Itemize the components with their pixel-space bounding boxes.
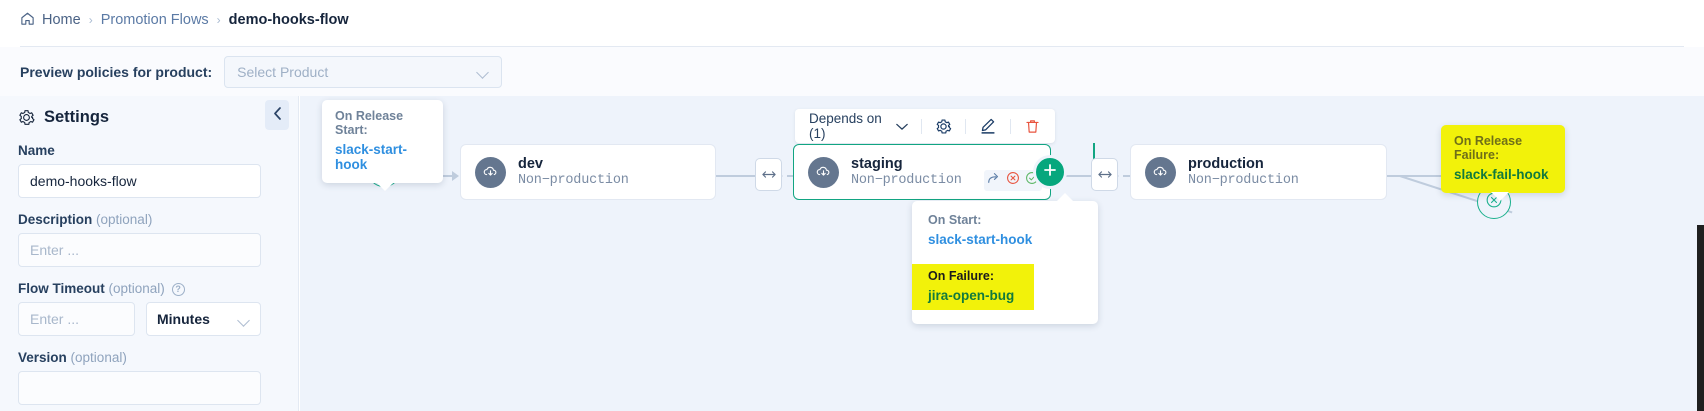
description-input[interactable]: Enter ... (18, 233, 261, 267)
flow-timeout-label: Flow Timeout (optional) ? (18, 281, 280, 296)
flow-timeout-row: Enter ... Minutes (18, 302, 280, 336)
chevron-down-icon (896, 119, 909, 134)
tooltip-release-start-label: On Release Start: (335, 109, 404, 137)
gear-icon (18, 109, 35, 126)
breadcrumb-separator-1: › (88, 13, 93, 27)
flow-node-dev-type: Non−production (518, 173, 629, 188)
tooltip-staging-start-label: On Start: (928, 213, 982, 227)
tooltip-release-failure-label: On Release Failure: (1454, 134, 1523, 162)
version-label-text: Version (18, 350, 67, 365)
cloud-download-icon (1145, 156, 1176, 188)
flow-node-staging-name: staging (851, 156, 903, 172)
tooltip-arrow (1056, 193, 1074, 202)
flow-node-dev[interactable]: dev Non−production (460, 144, 716, 200)
preview-label: Preview policies for product: (20, 63, 213, 80)
toolbar-divider-3 (1010, 118, 1011, 134)
settings-header: Settings (18, 108, 280, 127)
add-node-button[interactable] (1036, 158, 1064, 186)
description-label: Description (optional) (18, 212, 280, 227)
version-input[interactable] (18, 371, 261, 405)
gate-icon (761, 171, 776, 178)
gate-icon (1097, 171, 1112, 178)
flow-timeout-placeholder: Enter ... (30, 311, 80, 327)
breadcrumb-home[interactable]: Home (20, 11, 81, 30)
tooltip-staging-failure-label: On Failure: (928, 269, 994, 283)
flow-timeout-unit-value: Minutes (157, 311, 210, 327)
version-optional: (optional) (70, 350, 127, 365)
circle-x-icon[interactable] (1006, 171, 1020, 190)
tooltip-arrow (1491, 192, 1509, 201)
tooltip-release-failure: On Release Failure: slack-fail-hook (1441, 125, 1565, 201)
flow-node-dev-text: dev Non−production (518, 156, 629, 188)
description-optional: (optional) (96, 212, 153, 227)
pencil-icon (981, 118, 995, 134)
breadcrumb-separator-2: › (216, 13, 221, 27)
vertical-scrollbar[interactable] (1697, 225, 1704, 411)
flow-canvas[interactable]: dev Non−production Depends on (1) (300, 96, 1704, 411)
chevron-down-icon (239, 316, 250, 323)
flow-timeout-optional: (optional) (108, 281, 165, 296)
toolbar-divider-2 (965, 118, 967, 134)
gear-icon (936, 119, 952, 133)
tooltip-arrow (376, 182, 394, 191)
name-label: Name (18, 143, 55, 158)
plus-circle-icon (1042, 162, 1058, 182)
gate-dev-staging[interactable] (755, 158, 782, 191)
breadcrumb-promotion-flows[interactable]: Promotion Flows (100, 12, 209, 28)
flow-node-production[interactable]: production Non−production (1130, 144, 1387, 200)
arrowhead-dev (452, 171, 459, 181)
preview-policies-row: Preview policies for product: Select Pro… (0, 47, 1704, 96)
select-product-value: Select Product (237, 63, 329, 80)
flow-node-dev-name: dev (518, 156, 543, 172)
breadcrumb: Home › Promotion Flows › demo-hooks-flow (0, 0, 1704, 40)
home-icon (20, 11, 35, 30)
collapse-sidebar-button[interactable] (265, 100, 289, 130)
depends-on-dropdown[interactable]: Depends on (1) (809, 111, 909, 141)
tooltip-release-failure-value[interactable]: slack-fail-hook (1454, 167, 1549, 182)
flow-node-production-text: production Non−production (1188, 156, 1299, 188)
flow-node-production-type: Non−production (1188, 173, 1299, 188)
description-label-text: Description (18, 212, 93, 227)
tooltip-release-start-value[interactable]: slack-start-hook (335, 142, 408, 172)
node-delete-button[interactable] (1024, 118, 1041, 135)
flow-node-staging-actions (984, 170, 1042, 191)
share-icon[interactable] (987, 171, 1001, 190)
toolbar-divider-1 (921, 118, 923, 134)
trash-icon (1026, 119, 1039, 133)
tooltip-staging-failure-value[interactable]: jira-open-bug (928, 288, 1015, 303)
edge-staging-gate2 (1050, 175, 1096, 177)
cloud-download-icon (808, 156, 839, 188)
tooltip-staging-start-value[interactable]: slack-start-hook (928, 232, 1033, 247)
breadcrumb-current: demo-hooks-flow (228, 12, 349, 28)
node-toolbar-staging: Depends on (1) (795, 109, 1055, 143)
cloud-download-icon (475, 156, 506, 188)
node-edit-button[interactable] (979, 117, 997, 135)
flow-node-staging[interactable]: staging Non−production (793, 144, 1051, 200)
settings-title: Settings (44, 108, 110, 126)
chevron-left-icon (273, 107, 282, 123)
settings-panel: Settings Name demo-hooks-flow Descriptio… (0, 96, 299, 411)
flow-timeout-input[interactable]: Enter ... (18, 302, 135, 336)
description-placeholder: Enter ... (30, 242, 80, 258)
edge-dev-gate1 (716, 175, 760, 177)
node-settings-button[interactable] (935, 118, 952, 135)
flow-timeout-unit-select[interactable]: Minutes (146, 302, 261, 336)
gate-staging-production[interactable] (1091, 158, 1118, 191)
help-icon[interactable]: ? (171, 283, 185, 296)
name-input-value: demo-hooks-flow (30, 173, 137, 189)
name-input[interactable]: demo-hooks-flow (18, 164, 261, 198)
depends-on-label: Depends on (1) (809, 111, 882, 141)
flow-node-production-name: production (1188, 156, 1264, 172)
flow-node-staging-text: staging Non−production (851, 156, 962, 188)
breadcrumb-home-label: Home (42, 12, 81, 28)
tooltip-release-start: On Release Start: slack-start-hook (322, 100, 443, 191)
breadcrumb-divider (20, 46, 1684, 47)
select-product-dropdown[interactable]: Select Product (224, 55, 503, 88)
flow-timeout-label-text: Flow Timeout (18, 281, 105, 296)
flow-node-staging-type: Non−production (851, 173, 962, 188)
tooltip-staging-hooks: On Start: slack-start-hook On Failure: j… (912, 193, 1098, 324)
version-label: Version (optional) (18, 350, 280, 365)
chevron-down-icon (478, 68, 489, 75)
